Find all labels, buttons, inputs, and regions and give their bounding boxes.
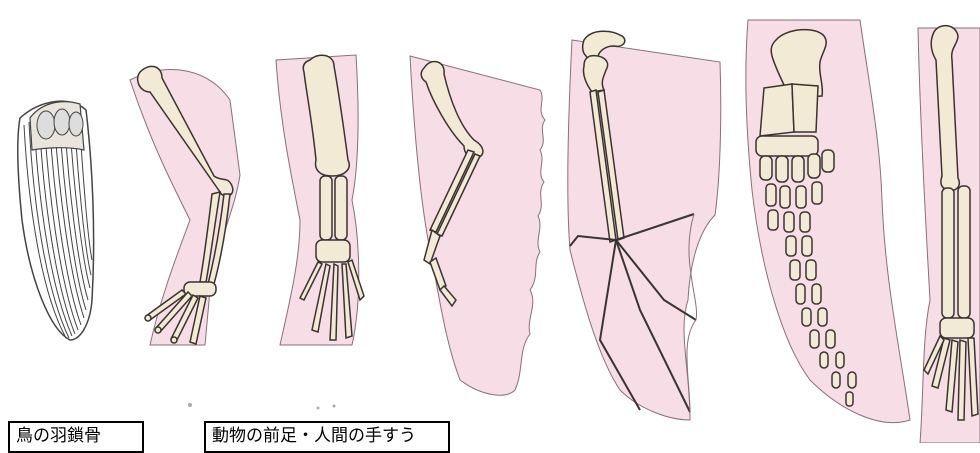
lizard-forelimb-icon — [276, 55, 364, 345]
human-arm-icon — [918, 26, 980, 443]
whale-flipper-icon — [746, 20, 910, 423]
label-animal-forelimb-human-hand: 動物の前足・人間の手すう — [204, 421, 450, 453]
label-bird-feather-bone: 鳥の羽鎖骨 — [8, 421, 144, 453]
feather-fin-icon — [18, 101, 94, 340]
frog-forelimb-icon — [130, 66, 240, 345]
bat-wing-icon — [568, 31, 721, 420]
bird-wing-icon — [410, 56, 545, 395]
homologous-limbs-figure — [0, 0, 980, 443]
stray-marks — [188, 403, 336, 410]
